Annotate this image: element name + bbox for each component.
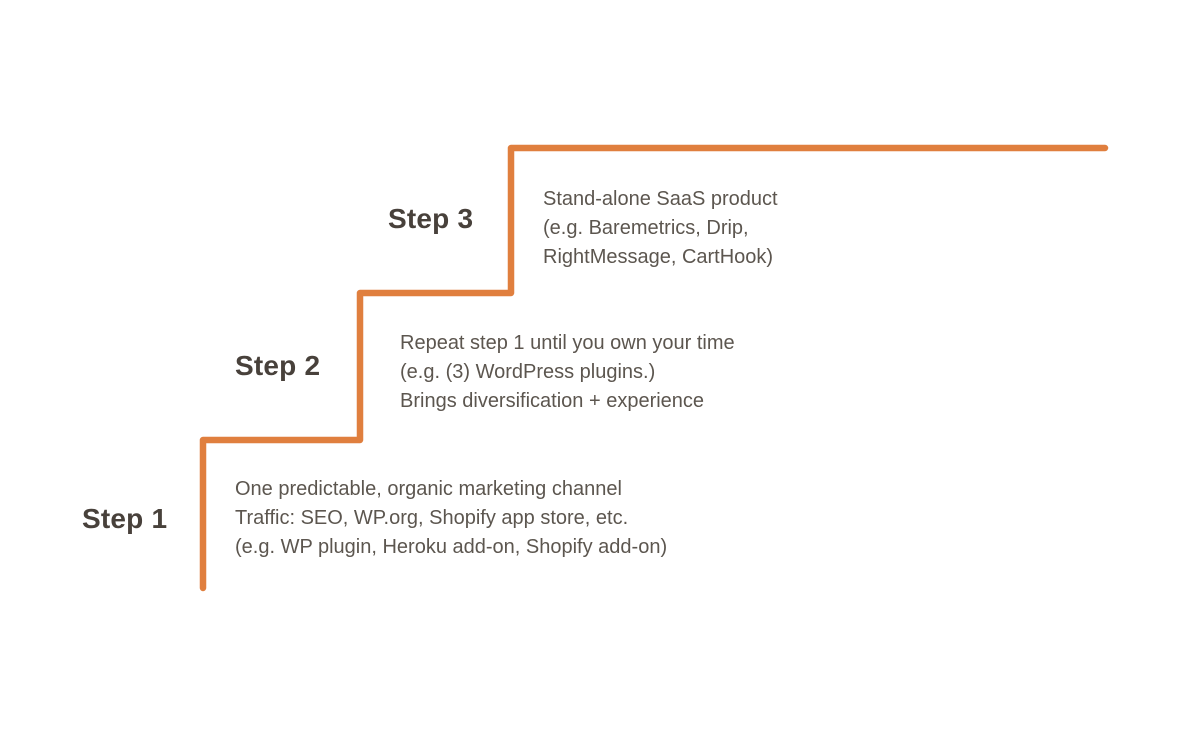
step-2-label: Step 2 xyxy=(235,350,321,381)
step-3-description: Stand-alone SaaS product (e.g. Baremetri… xyxy=(543,185,778,272)
staircase-line xyxy=(199,144,1109,592)
step-2-description: Repeat step 1 until you own your time (e… xyxy=(400,329,735,416)
step-3-line-2: (e.g. Baremetrics, Drip, xyxy=(543,217,749,239)
step-3-line-3: RightMessage, CartHook) xyxy=(543,246,774,268)
step-3-line-1: Stand-alone SaaS product xyxy=(543,188,778,210)
step-1-line-3: (e.g. WP plugin, Heroku add-on, Shopify … xyxy=(235,536,668,558)
step-1-line-2: Traffic: SEO, WP.org, Shopify app store,… xyxy=(235,507,629,529)
step-1-line-1: One predictable, organic marketing chann… xyxy=(235,478,622,500)
step-1-label: Step 1 xyxy=(82,503,168,534)
step-1-description: One predictable, organic marketing chann… xyxy=(235,475,667,562)
step-3-label: Step 3 xyxy=(388,203,474,234)
step-2-line-3: Brings diversification + experience xyxy=(400,390,705,412)
step-2-line-1: Repeat step 1 until you own your time xyxy=(400,332,735,354)
step-2-line-2: (e.g. (3) WordPress plugins.) xyxy=(400,361,656,383)
